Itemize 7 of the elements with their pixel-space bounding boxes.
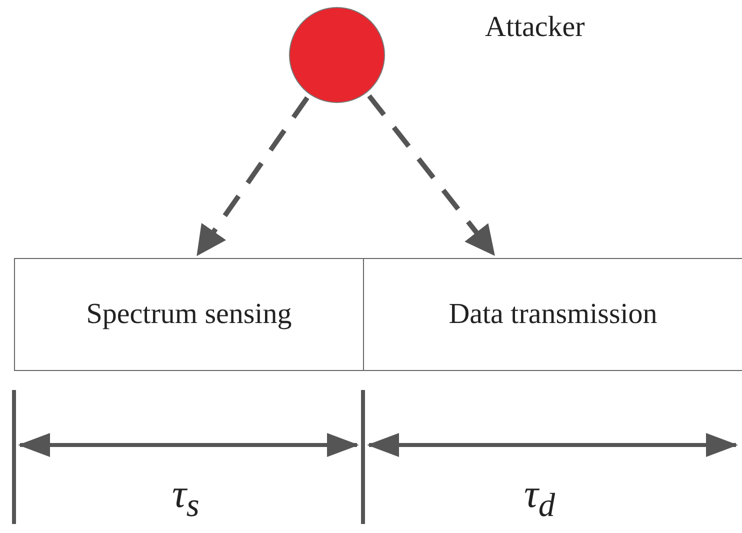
process-box: Data transmission bbox=[363, 258, 742, 371]
process-box: Spectrum sensing bbox=[14, 258, 364, 371]
arrow bbox=[367, 94, 495, 256]
duration-label: τ$_{d}$ bbox=[524, 470, 555, 525]
duration-label: τ$_{s}$ bbox=[172, 470, 200, 525]
node-label: Attacker bbox=[485, 11, 585, 44]
arrow bbox=[196, 96, 310, 256]
